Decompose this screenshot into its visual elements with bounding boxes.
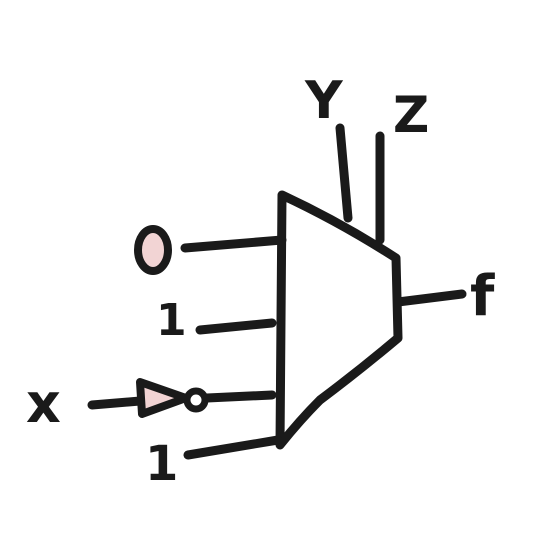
select-line-y: [335, 123, 353, 223]
output-label: f: [470, 264, 495, 329]
input-line-1b: [183, 435, 283, 460]
inverter-triangle: [136, 378, 190, 418]
input-label-1b: 1: [145, 436, 178, 492]
inverter-input-label: x: [26, 372, 61, 435]
input-zero-oval: [134, 225, 172, 275]
mux-body: [275, 190, 403, 450]
input-line-0: [180, 235, 287, 253]
inverter-input-line: [87, 396, 145, 410]
select-label-z: Z: [393, 86, 429, 144]
inverter-bubble: [183, 387, 209, 413]
input-label-1: 1: [156, 295, 187, 346]
input-line-x: [202, 390, 277, 403]
select-label-y: Y: [304, 71, 344, 131]
input-line-1: [195, 318, 277, 335]
output-line: [393, 289, 467, 307]
